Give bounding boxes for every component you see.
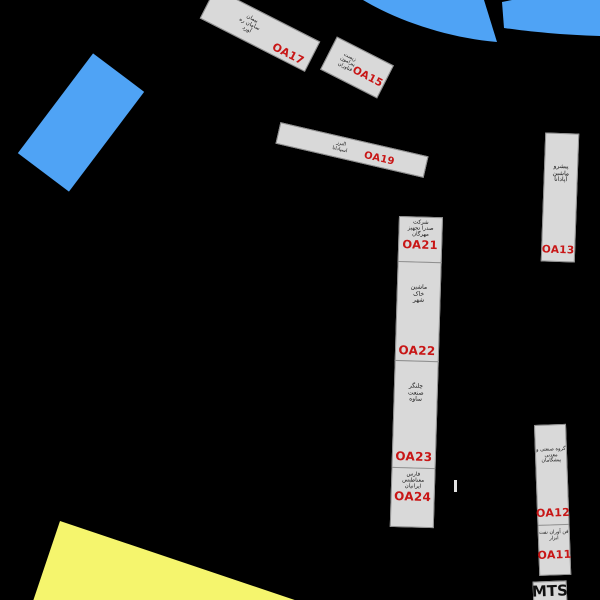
booth-oa24[interactable]: فارس مغناطیس ایرانیان OA24	[389, 466, 436, 529]
booth-oa19[interactable]: البرز اسپادانا OA19	[275, 122, 429, 178]
booth-oa13[interactable]: پیشرو ماشین آپادانا OA13	[540, 132, 580, 263]
booth-code: OA11	[537, 547, 572, 563]
booth-code: OA23	[395, 448, 433, 465]
booth-code: OA12	[535, 505, 571, 520]
booth-company-name: گروه صنعتی و معدنی پیشگامان	[535, 445, 566, 464]
booth-company-name: چلنگر صنعت ساوه	[407, 382, 424, 404]
booth-code: OA13	[541, 243, 575, 257]
booth-oa22[interactable]: ماشین خاک شهر OA22	[394, 260, 442, 363]
booth-code: OA17	[270, 40, 307, 68]
booth-code: OA19	[362, 150, 396, 168]
hall-block-bottom-yellow	[5, 521, 335, 600]
arc-road-segment-left	[363, 0, 497, 42]
booth-oa23[interactable]: چلنگر صنعت ساوه OA23	[391, 359, 439, 470]
booth-mts[interactable]: MTS	[531, 580, 569, 600]
booth-oa11[interactable]: فن آوران نفت ابزار OA11	[537, 523, 572, 576]
tick-mark	[454, 480, 457, 492]
booth-oa12[interactable]: گروه صنعتی و معدنی پیشگامان OA12	[534, 423, 571, 526]
booth-code: OA15	[350, 64, 385, 90]
booth-strip-center: شرکت صدرا تجهیز مهرگان OA21 ماشین خاک شه…	[389, 216, 443, 529]
booth-strip-right: گروه صنعتی و معدنی پیشگامان OA12 فن آورا…	[534, 423, 572, 576]
booth-code: OA21	[402, 237, 439, 253]
booth-mts-label: MTS	[531, 581, 569, 600]
booth-code: OA22	[398, 343, 436, 359]
arc-road-segment-right	[502, 0, 600, 36]
booth-oa21[interactable]: شرکت صدرا تجهیز مهرگان OA21	[397, 216, 443, 264]
top-road-arcs	[363, 0, 600, 42]
booth-company-name: ماشین خاک شهر	[410, 283, 428, 305]
booth-company-name: البرز اسپادانا	[331, 139, 348, 154]
booth-company-name: فن آوران نفت ابزار	[538, 528, 569, 542]
booth-company-name: شرکت صدرا تجهیز مهرگان	[407, 219, 434, 239]
booth-company-name: فارس مغناطیس ایرانیان	[402, 471, 425, 491]
hall-block-left	[17, 53, 145, 192]
booth-company-name: پیشرو ماشین آپادانا	[552, 162, 570, 184]
booth-code: OA24	[393, 489, 432, 505]
